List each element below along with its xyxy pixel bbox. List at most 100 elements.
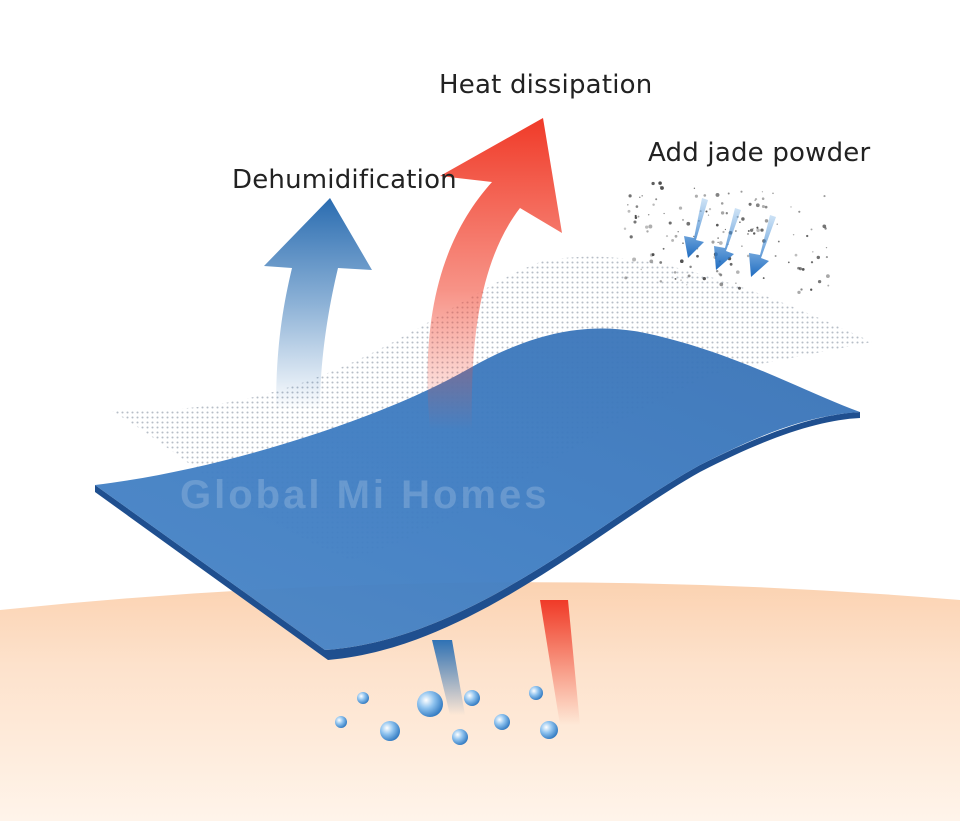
skin-surface bbox=[0, 582, 960, 821]
jade-particle bbox=[722, 231, 724, 233]
jade-particle bbox=[817, 256, 820, 259]
jade-particle bbox=[747, 233, 748, 234]
jade-particle bbox=[754, 200, 755, 201]
jade-particle bbox=[689, 266, 691, 268]
jade-particle bbox=[788, 262, 790, 264]
jade-particle bbox=[628, 210, 631, 213]
jade-particle bbox=[716, 193, 720, 197]
jade-particle bbox=[762, 205, 765, 208]
jade-particle bbox=[721, 211, 724, 214]
jade-particle bbox=[778, 241, 780, 243]
jade-particle bbox=[680, 259, 684, 263]
jade-particle bbox=[725, 229, 726, 230]
jade-particle bbox=[711, 241, 714, 244]
jade-particle bbox=[777, 224, 778, 225]
jade-particle bbox=[741, 217, 744, 220]
jade-particle bbox=[823, 195, 825, 197]
jade-particle bbox=[717, 242, 718, 243]
jade-particle bbox=[795, 254, 798, 257]
jade-particle bbox=[822, 224, 826, 228]
jade-particle bbox=[728, 193, 730, 195]
jade-particle bbox=[708, 215, 709, 216]
jade-particle bbox=[669, 221, 672, 224]
watermark-text: Global Mi Homes bbox=[180, 473, 550, 517]
jade-particle bbox=[756, 227, 758, 229]
jade-particle bbox=[763, 277, 765, 279]
jade-particle bbox=[790, 206, 792, 208]
jade-particle bbox=[752, 228, 753, 229]
jade-particle bbox=[629, 194, 632, 197]
jade-particle bbox=[651, 182, 654, 185]
dehumidification-label: Dehumidification bbox=[232, 165, 457, 195]
jade-particle bbox=[802, 268, 805, 271]
jade-particle bbox=[797, 291, 800, 294]
jade-particle bbox=[716, 270, 718, 272]
jade-particle bbox=[760, 228, 763, 231]
jade-particle bbox=[812, 251, 813, 252]
jade-particle bbox=[810, 289, 812, 291]
jade-particle bbox=[655, 198, 657, 200]
jade-particle bbox=[652, 253, 655, 256]
jade-particle bbox=[682, 219, 684, 221]
jade-particle bbox=[827, 285, 829, 287]
jade-particle bbox=[775, 255, 777, 257]
jade-particle bbox=[638, 216, 640, 218]
jade-particle bbox=[663, 248, 665, 250]
jade-particle bbox=[636, 205, 639, 208]
jade-particle bbox=[798, 211, 800, 213]
add-jade-powder-label: Add jade powder bbox=[648, 138, 870, 168]
jade-particle bbox=[719, 283, 723, 287]
jade-particle bbox=[765, 219, 768, 222]
heat-dissipation-label: Heat dissipation bbox=[439, 70, 652, 100]
jade-particle bbox=[632, 258, 636, 262]
jade-particle bbox=[826, 247, 827, 248]
jade-particle bbox=[663, 213, 664, 214]
jade-particle bbox=[765, 206, 768, 209]
jade-particle bbox=[717, 237, 718, 238]
jade-particle bbox=[694, 188, 695, 189]
jade-particle bbox=[646, 230, 648, 232]
jade-particle bbox=[772, 193, 774, 195]
jade-particle bbox=[705, 210, 707, 212]
jade-particle bbox=[686, 222, 690, 226]
jade-particle bbox=[826, 274, 830, 278]
jade-particle bbox=[747, 255, 750, 258]
jade-particle bbox=[682, 242, 684, 244]
jade-particle bbox=[671, 239, 674, 242]
jade-particle bbox=[679, 206, 682, 209]
jade-particle bbox=[633, 220, 636, 223]
jade-particle bbox=[652, 203, 654, 205]
jade-particle bbox=[736, 270, 740, 274]
jade-particle bbox=[806, 235, 808, 237]
jade-particle bbox=[648, 214, 649, 215]
jade-particle bbox=[826, 256, 828, 258]
jade-particle bbox=[624, 227, 626, 229]
jade-particle bbox=[811, 261, 813, 263]
jade-particle bbox=[762, 197, 765, 200]
jade-particle bbox=[716, 224, 719, 227]
jade-particle bbox=[677, 231, 678, 232]
jade-particle bbox=[793, 234, 794, 235]
jade-particle bbox=[641, 195, 643, 197]
jade-particle bbox=[635, 215, 637, 217]
jade-particle bbox=[753, 232, 755, 234]
jade-particle bbox=[748, 230, 750, 232]
jade-particle bbox=[818, 280, 821, 283]
jade-particle bbox=[648, 225, 652, 229]
jade-particle bbox=[660, 186, 661, 187]
jade-particle bbox=[688, 274, 691, 277]
jade-particle bbox=[741, 245, 743, 247]
jade-particle bbox=[738, 287, 741, 290]
jade-particle bbox=[800, 288, 802, 290]
jade-particle bbox=[703, 277, 706, 280]
jade-particle bbox=[726, 212, 728, 214]
jade-particle bbox=[756, 203, 760, 207]
jade-particle bbox=[762, 191, 763, 192]
jade-particle bbox=[718, 273, 720, 275]
jade-particle bbox=[680, 279, 681, 280]
jade-particle bbox=[630, 235, 633, 238]
jade-particle bbox=[730, 263, 733, 266]
jade-particle bbox=[686, 284, 687, 285]
jade-particle bbox=[639, 197, 640, 198]
